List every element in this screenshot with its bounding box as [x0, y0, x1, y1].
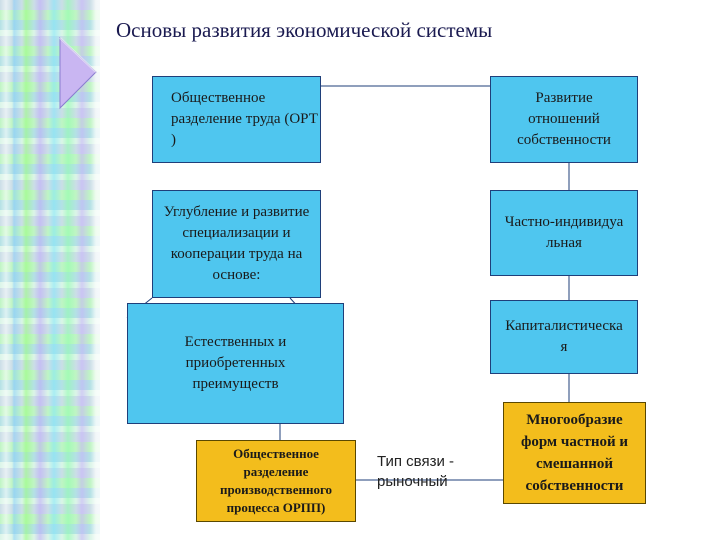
- page-title: Основы развития экономической системы: [116, 18, 493, 42]
- box-deepening-label: Углубление и развитие специализации и ко…: [163, 204, 310, 283]
- triangle-icon: [59, 36, 97, 110]
- box-private-label: Частно-индивидуальная: [504, 214, 624, 251]
- box-advantages-label: Естественных и приобретенных преимуществ: [184, 334, 287, 392]
- box-orpp: Общественное разделение производственног…: [196, 440, 356, 522]
- box-diversity-label: Многообразие форм частной и смешанной со…: [520, 412, 629, 494]
- box-capitalist-label: Капиталистическая: [505, 318, 623, 355]
- box-ort: Общественное разделение труда (ОРТ ): [152, 76, 321, 163]
- connection-type-label: Тип связи - рыночный: [377, 453, 455, 490]
- box-private: Частно-индивидуальная: [490, 190, 638, 276]
- box-orpp-label: Общественное разделение производственног…: [219, 446, 333, 515]
- box-diversity: Многообразие форм частной и смешанной со…: [503, 402, 646, 504]
- box-capitalist: Капиталистическая: [490, 300, 638, 374]
- box-advantages: Естественных и приобретенных преимуществ: [127, 303, 344, 424]
- box-deepening: Углубление и развитие специализации и ко…: [152, 190, 321, 298]
- decorative-side-strip: [0, 0, 100, 540]
- box-ort-label: Общественное разделение труда (ОРТ ): [171, 90, 318, 148]
- box-property-label: Развитие отношений собственности: [517, 90, 611, 148]
- box-property-relations: Развитие отношений собственности: [490, 76, 638, 163]
- strip-fade: [92, 0, 114, 540]
